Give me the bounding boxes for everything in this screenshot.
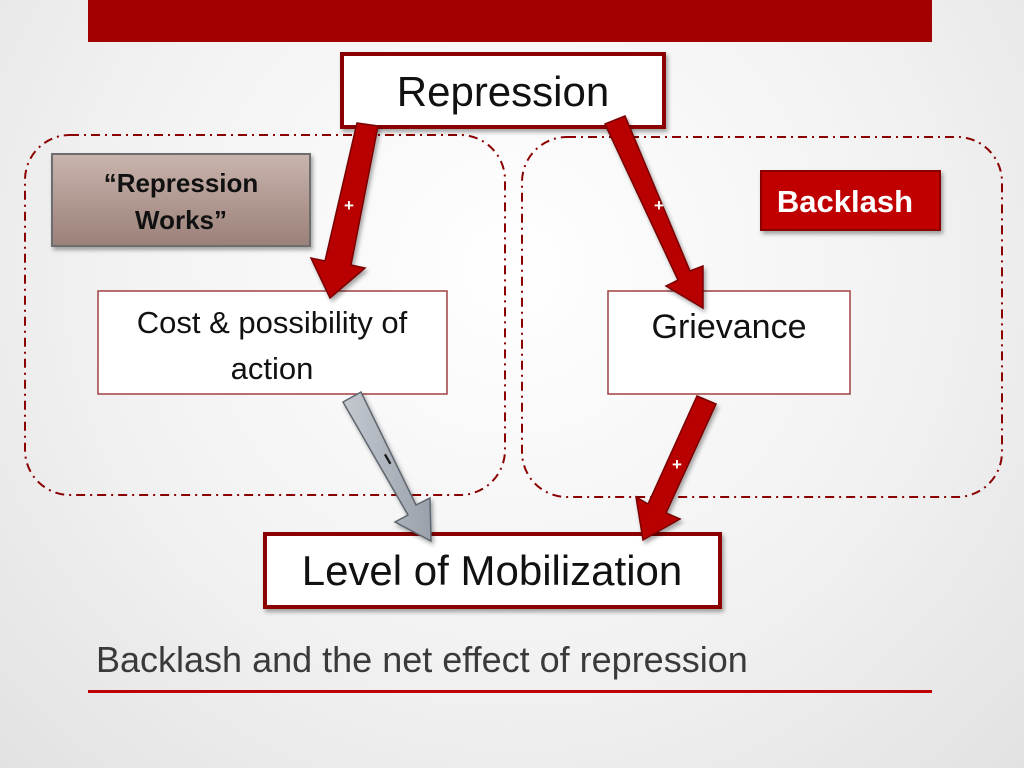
backlash-region (521, 136, 1003, 498)
repression-node: Repression (340, 52, 666, 129)
sign-repression-to-grievance: + (654, 196, 664, 215)
arrow-cost-to-mobilization (341, 390, 432, 543)
cost-possibility-node: Cost & possibility of action (97, 290, 448, 395)
arrow-grievance-to-mobilization (635, 395, 718, 542)
backlash-tag-label: Backlash (777, 184, 913, 219)
works-region (24, 134, 506, 496)
cost-label-line-1: Cost & possibility of (137, 305, 408, 340)
cost-label-line-2: action (231, 351, 314, 386)
mobilization-label: Level of Mobilization (302, 547, 683, 594)
mobilization-node: Level of Mobilization (263, 532, 722, 609)
grievance-node: Grievance (607, 290, 851, 395)
repression-works-line-2: Works” (135, 205, 227, 235)
repression-label: Repression (397, 68, 609, 115)
arrow-repression-to-cost (309, 122, 379, 300)
repression-works-line-1: “Repression (104, 168, 259, 198)
grievance-label: Grievance (652, 308, 807, 346)
backlash-tag: Backlash (760, 170, 941, 231)
arrow-repression-to-grievance (603, 115, 704, 310)
title-underline (88, 690, 932, 693)
repression-works-tag: “Repression Works” (51, 153, 311, 247)
slide-title: Backlash and the net effect of repressio… (96, 639, 748, 680)
top-accent-bar (88, 0, 932, 42)
sign-grievance-to-mobilization: + (672, 455, 682, 474)
sign-repression-to-cost: + (344, 196, 354, 215)
